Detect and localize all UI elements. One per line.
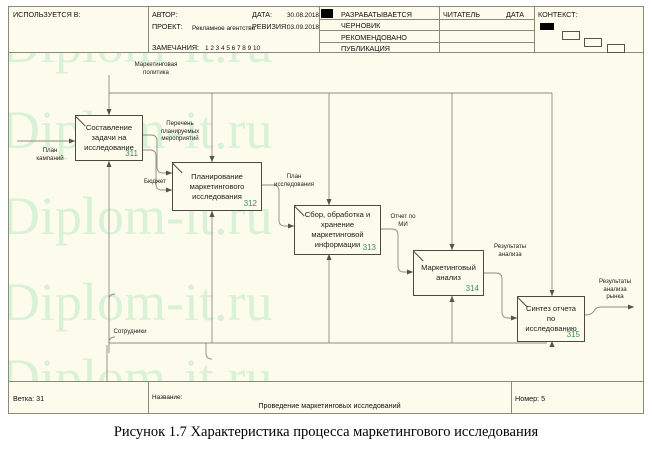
activity-title-315: Синтез отчета по исследованию — [525, 304, 577, 333]
activity-title-312: Планирование маркетингового исследования — [189, 171, 245, 201]
context-current-node-icon[interactable] — [540, 23, 554, 30]
status-checkbox-filled[interactable] — [321, 8, 333, 18]
project-label: ПРОЕКТ: — [152, 22, 183, 31]
arrow-label-perechen: Перечень планируемых мероприятий — [160, 120, 200, 143]
used-in-label: ИСПОЛЬЗУЕТСЯ В: — [13, 10, 81, 19]
arrow-label-budget: Бюджет — [143, 178, 167, 185]
header-row-divider — [319, 41, 534, 43]
status-label-0: РАЗРАБАТЫВАЕТСЯ — [341, 9, 412, 19]
footer-divider — [511, 382, 512, 413]
activity-box-311[interactable]: Составление задачи на исследование 311 — [75, 115, 143, 161]
activity-box-313[interactable]: Сбор, обработка и хранение маркетинговой… — [294, 205, 381, 255]
decomposition-corner-icon — [414, 251, 425, 262]
header-row-divider — [319, 18, 534, 20]
status-label-3: ПУБЛИКАЦИЯ — [341, 44, 390, 53]
notes-label: ЗАМЕЧАНИЯ: — [152, 43, 200, 52]
context-label: КОНТЕКСТ: — [538, 10, 578, 19]
status-label-2: РЕКОМЕНДОВАНО — [341, 32, 407, 42]
diagram-canvas: Составление задачи на исследование 311 П… — [9, 53, 643, 383]
header-divider — [148, 7, 149, 53]
activity-title-313: Сбор, обработка и хранение маркетинговой… — [304, 210, 371, 249]
context-node-icon[interactable] — [584, 38, 602, 47]
arrow-label-rezultaty-rynka: Результаты анализа рынка — [598, 278, 632, 301]
header-row-divider — [319, 30, 534, 31]
activity-title-311: Составление задачи на исследование — [84, 123, 134, 152]
arrow-label-rezultaty-analiza: Результаты анализа — [493, 243, 527, 258]
header-divider — [534, 7, 535, 53]
activity-number-314: 314 — [465, 284, 479, 293]
reader-label: ЧИТАТЕЛЬ — [443, 10, 480, 19]
footer-name-label: Название: — [152, 394, 183, 401]
reader-date-label: ДАТА — [506, 10, 525, 19]
activity-number-311: 311 — [125, 149, 138, 158]
activity-title-314: Маркетинговый анализ — [421, 263, 476, 282]
activity-number-313: 313 — [362, 243, 376, 252]
figure-caption: Рисунок 1.7 Характеристика процесса марк… — [113, 424, 539, 440]
footer-branch-label: Ветка: 31 — [13, 394, 45, 403]
arrow-label-plan-issled: План исследования — [274, 173, 314, 188]
revision-value: 03.09.2018 — [287, 24, 319, 31]
activity-number-315: 315 — [566, 330, 580, 339]
activity-box-314[interactable]: Маркетинговый анализ 314 — [413, 250, 484, 296]
arrow-label-marketing-policy: Маркетинговая политика — [134, 61, 178, 76]
arrow-label-otchet-mi: Отчет по МИ — [390, 213, 416, 228]
footer-name-value: Проведение маркетинговых исследований — [258, 401, 401, 410]
footer-divider — [148, 382, 149, 413]
date-value: 30.08.2018 — [287, 12, 319, 19]
status-label-1: ЧЕРНОВИК — [341, 21, 381, 30]
activity-box-315[interactable]: Синтез отчета по исследованию 315 — [517, 296, 585, 342]
revision-label: РЕВИЗИЯ: — [252, 22, 289, 31]
arrow-label-plan-kampanii: План кампаний — [36, 147, 64, 162]
activity-number-312: 312 — [243, 199, 257, 208]
context-node-icon[interactable] — [607, 44, 625, 53]
arrow-layer — [17, 75, 635, 383]
idef0-diagram-sheet: Diplom-it.ru Diplom-it.ru Diplom-it.ru D… — [8, 6, 644, 414]
project-value: Рекламное агентство — [192, 25, 256, 32]
date-label: ДАТА: — [252, 10, 273, 19]
arrow-label-sotrudniki: Сотрудники — [113, 328, 147, 335]
footer-number-label: Номер: 5 — [515, 394, 546, 403]
idef0-header-block: ИСПОЛЬЗУЕТСЯ В: АВТОР: ПРОЕКТ: Рекламное… — [9, 7, 643, 53]
context-node-icon[interactable] — [562, 31, 580, 40]
idef0-footer-block: Ветка: 31 Название: Проведение маркетинг… — [9, 381, 643, 413]
author-label: АВТОР: — [152, 10, 178, 19]
activity-box-312[interactable]: Планирование маркетингового исследования… — [172, 162, 262, 211]
notes-value[interactable]: 1 2 3 4 5 6 7 8 9 10 — [205, 45, 261, 52]
